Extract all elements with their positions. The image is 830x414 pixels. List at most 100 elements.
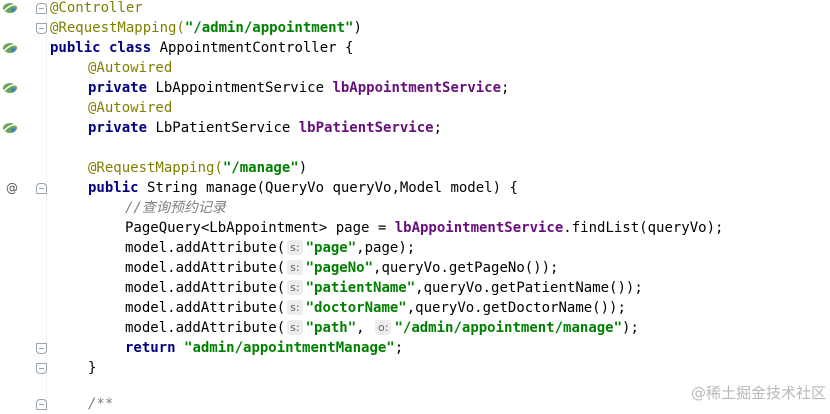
parameter-hint: o: <box>375 320 392 335</box>
code-token: "/admin/appointment/manage" <box>394 320 623 336</box>
code-line-text: @RequestMapping("/manage") <box>88 158 307 178</box>
code-line[interactable] <box>0 138 830 158</box>
code-line-text: public String manage(QueryVo queryVo,Mod… <box>88 178 518 198</box>
code-token: ); <box>622 320 639 336</box>
fold-marker-icon[interactable] <box>36 3 47 14</box>
code-line-text: //查询预约记录 <box>125 198 226 218</box>
watermark: @稀土掘金技术社区 <box>690 384 826 402</box>
code-token: ; <box>501 80 510 96</box>
code-line-text: private LbAppointmentService lbAppointme… <box>88 78 509 98</box>
code-token: @RequestMapping( <box>50 20 185 36</box>
code-line[interactable]: public String manage(QueryVo queryVo,Mod… <box>0 178 830 198</box>
code-token: "/manage" <box>222 160 299 176</box>
code-line-text: model.addAttribute(s:"path", o:"/admin/a… <box>125 318 639 338</box>
code-token: ,queryVo.getPatientName()); <box>415 280 643 296</box>
code-token: ) <box>353 20 362 36</box>
code-line-text: @Controller <box>50 0 143 18</box>
spring-bean-icon[interactable] <box>2 2 18 14</box>
code-line[interactable]: model.addAttribute(s:"doctorName",queryV… <box>0 298 830 318</box>
code-token: model.addAttribute( <box>125 300 286 316</box>
fold-marker-icon[interactable] <box>36 183 47 194</box>
code-token: ,queryVo.getDoctorName()); <box>406 300 626 316</box>
code-token: "doctorName" <box>305 300 407 316</box>
code-token: ,queryVo.getPageNo()); <box>373 260 559 276</box>
code-token: @Autowired <box>88 100 173 116</box>
gutter-separator <box>46 0 47 405</box>
code-line[interactable]: model.addAttribute(s:"page",page); <box>0 238 830 258</box>
spring-bean-icon[interactable] <box>2 122 18 134</box>
code-line-text: } <box>88 358 96 378</box>
parameter-hint: s: <box>287 260 303 275</box>
parameter-hint: s: <box>287 300 303 315</box>
code-line-text: public class AppointmentController { <box>50 38 353 58</box>
code-token: .findList(queryVo); <box>563 220 724 236</box>
code-token: PageQuery<LbAppointment> page = <box>125 220 395 236</box>
code-token: public <box>88 180 148 196</box>
parameter-hint: s: <box>287 320 303 335</box>
code-token: LbAppointmentService <box>155 80 333 96</box>
code-line[interactable]: model.addAttribute(s:"path", o:"/admin/a… <box>0 318 830 338</box>
code-line-text: model.addAttribute(s:"pageNo",queryVo.ge… <box>125 258 558 278</box>
code-line-text: /** <box>88 394 113 414</box>
code-token: @Controller <box>50 0 143 16</box>
parameter-hint: s: <box>287 240 303 255</box>
code-line-text: @RequestMapping("/admin/appointment") <box>50 18 362 38</box>
code-line[interactable]: } <box>0 358 830 378</box>
code-line-text: model.addAttribute(s:"doctorName",queryV… <box>125 298 626 318</box>
code-token: model.addAttribute( <box>125 260 286 276</box>
code-token: } <box>88 360 97 376</box>
code-token: "/admin/appointment" <box>184 20 354 36</box>
code-token: "patientName" <box>305 280 416 296</box>
code-line[interactable]: @RequestMapping("/manage") <box>0 158 830 178</box>
code-line[interactable]: //查询预约记录 <box>0 198 830 218</box>
code-line-text: model.addAttribute(s:"page",page); <box>125 238 415 258</box>
code-token: /** <box>88 396 114 412</box>
code-token: lbPatientService <box>298 120 434 136</box>
code-line-text: private LbPatientService lbPatientServic… <box>88 118 442 138</box>
code-token: model.addAttribute( <box>125 240 286 256</box>
code-token: private <box>88 120 156 136</box>
code-token: return <box>125 340 185 356</box>
code-line[interactable]: model.addAttribute(s:"pageNo",queryVo.ge… <box>0 258 830 278</box>
code-token: @RequestMapping( <box>88 160 223 176</box>
code-token: model.addAttribute( <box>125 280 286 296</box>
code-line[interactable]: private LbAppointmentService lbAppointme… <box>0 78 830 98</box>
code-line[interactable]: @RequestMapping("/admin/appointment") <box>0 18 830 38</box>
spring-bean-icon[interactable] <box>2 42 18 54</box>
code-token: public class <box>50 40 160 56</box>
code-token: "pageNo" <box>305 260 374 276</box>
editor-gutter <box>0 0 46 405</box>
code-token: "admin/appointmentManage" <box>184 340 395 356</box>
code-line[interactable]: @Controller <box>0 0 830 18</box>
code-token: @Autowired <box>88 60 173 76</box>
code-line-text: model.addAttribute(s:"patientName",query… <box>125 278 643 298</box>
code-line[interactable]: return "admin/appointmentManage"; <box>0 338 830 358</box>
code-token: model.addAttribute( <box>125 320 286 336</box>
code-token: ) <box>298 160 308 176</box>
at-sign-icon[interactable]: @ <box>6 181 18 195</box>
code-line[interactable]: model.addAttribute(s:"patientName",query… <box>0 278 830 298</box>
code-token: "path" <box>305 320 357 336</box>
code-line[interactable]: @Autowired <box>0 98 830 118</box>
fold-marker-icon[interactable] <box>36 343 47 354</box>
code-line-text: @Autowired <box>88 58 172 78</box>
code-line-text: @Autowired <box>88 98 172 118</box>
code-line[interactable]: PageQuery<LbAppointment> page = lbAppoin… <box>0 218 830 238</box>
code-line[interactable]: @Autowired <box>0 58 830 78</box>
code-token: ; <box>433 120 443 136</box>
fold-marker-icon[interactable] <box>36 23 47 34</box>
code-token: LbPatientService <box>155 120 299 136</box>
code-token: lbAppointmentService <box>332 80 502 96</box>
code-line-text: PageQuery<LbAppointment> page = lbAppoin… <box>125 218 723 238</box>
code-token: String manage(QueryVo queryVo,Model mode… <box>147 180 518 196</box>
fold-marker-icon[interactable] <box>36 363 47 374</box>
code-token: "page" <box>305 240 357 256</box>
code-token: ,page); <box>356 240 416 256</box>
code-token: ; <box>394 340 404 356</box>
code-token: private <box>88 80 156 96</box>
code-token: lbAppointmentService <box>394 220 564 236</box>
code-line[interactable]: public class AppointmentController { <box>0 38 830 58</box>
code-line[interactable]: private LbPatientService lbPatientServic… <box>0 118 830 138</box>
spring-bean-icon[interactable] <box>2 82 18 94</box>
